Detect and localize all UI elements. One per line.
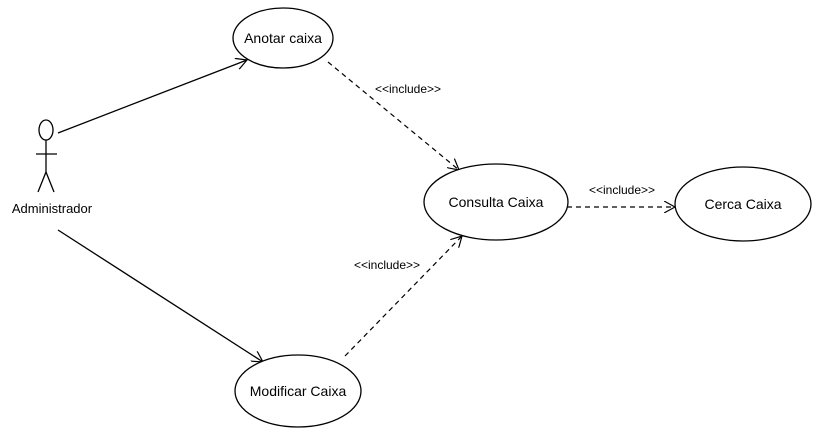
actor-label: Administrador [12,201,93,216]
include-label-modificar-consulta: <<include>> [354,258,420,272]
use-case-anotar-caixa[interactable]: Anotar caixa [232,7,334,69]
use-case-ellipse [234,354,362,428]
association-admin-anotar[interactable] [57,60,247,134]
include-anotar-consulta[interactable] [327,61,459,170]
actor-right-leg [45,171,55,193]
actor-head [38,119,54,141]
use-case-label: Anotar caixa [244,30,322,46]
actor-left-leg [37,171,47,193]
use-case-ellipse [674,166,812,242]
use-case-consulta-caixa[interactable]: Consulta Caixa [423,163,569,241]
use-case-ellipse [232,7,334,69]
use-case-cerca-caixa[interactable]: Cerca Caixa [674,166,812,242]
use-case-modificar-caixa[interactable]: Modificar Caixa [234,354,362,428]
use-case-label: Cerca Caixa [704,196,781,212]
association-admin-modificar[interactable] [57,229,263,362]
include-modificar-consulta[interactable] [344,236,462,357]
include-label-anotar-consulta: <<include>> [375,82,441,96]
use-case-label: Modificar Caixa [250,383,347,399]
actor-administrador[interactable]: Administrador [12,119,93,216]
include-label-consulta-cerca: <<include>> [589,183,655,197]
use-case-ellipse [423,163,569,241]
use-case-label: Consulta Caixa [449,194,544,210]
